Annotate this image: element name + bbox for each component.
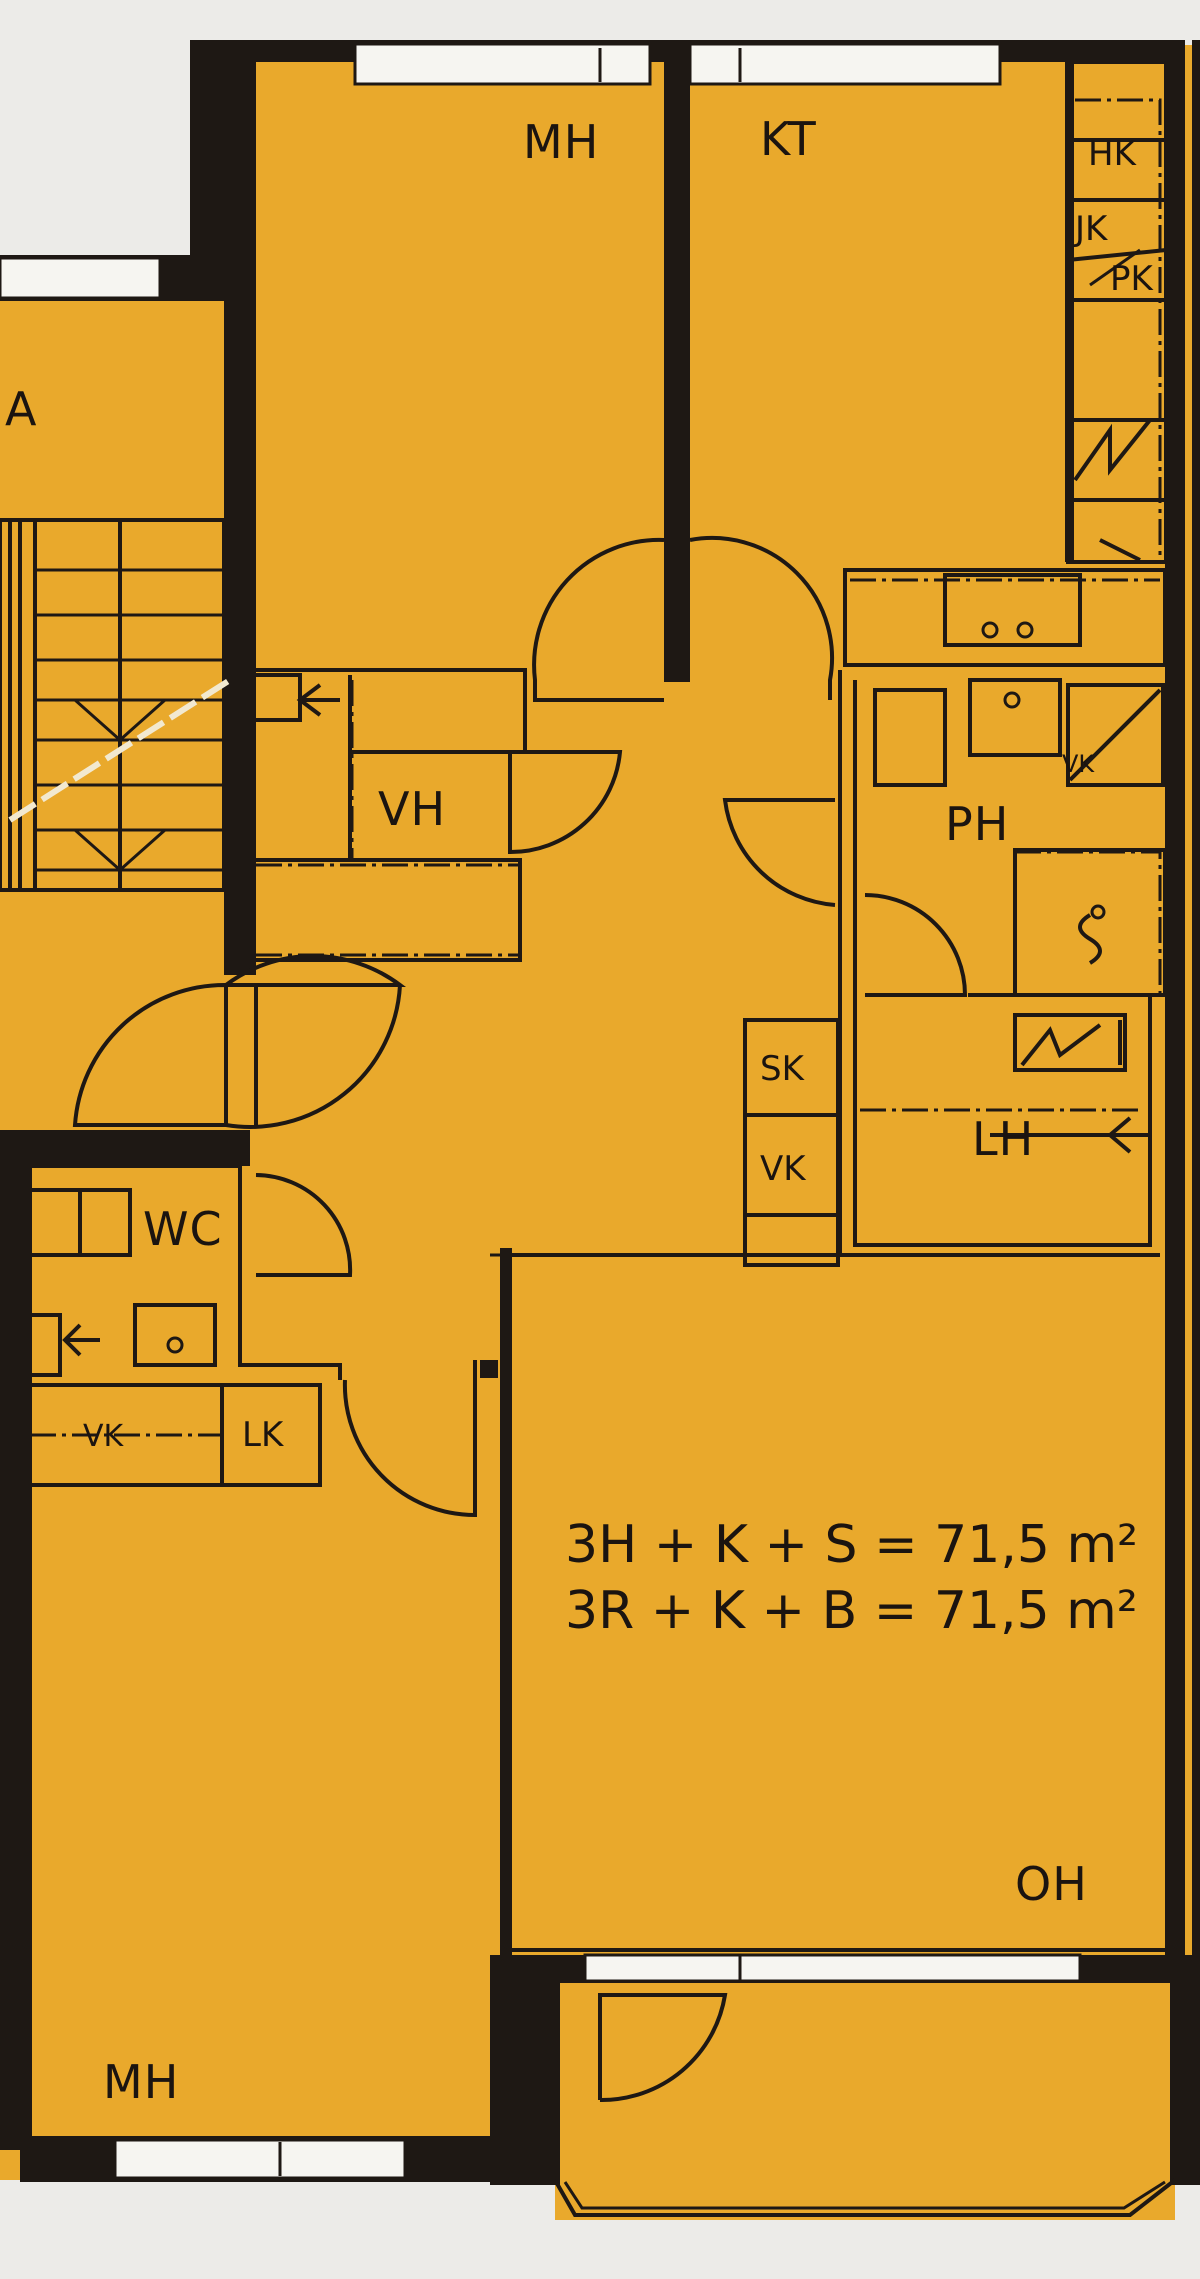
room-label-ph: PH xyxy=(945,797,1009,851)
room-label-vk-wc: VK xyxy=(83,1419,125,1454)
room-label-lk: LK xyxy=(242,1415,285,1455)
room-label-mh-bottom: MH xyxy=(103,2055,179,2109)
staircase xyxy=(0,518,232,892)
room-label-sk: SK xyxy=(760,1049,806,1089)
area-line-1: 3H + K + S = 71,5 m² xyxy=(565,1515,1138,1575)
closet-symbols xyxy=(296,538,1150,1154)
area-annotation: 3H + K + S = 71,5 m² 3R + K + B = 71,5 m… xyxy=(565,1515,1138,1641)
room-label-a: A xyxy=(5,382,37,436)
wc-fixtures xyxy=(23,1188,217,1377)
room-label-lh: LH xyxy=(972,1112,1034,1166)
room-label-kt: KT xyxy=(760,112,817,166)
room-label-pk: PK xyxy=(1110,259,1155,299)
room-label-oh: OH xyxy=(1015,1857,1088,1911)
room-label-vk-closet: VK xyxy=(760,1149,807,1189)
room-labels: MH KT HK JK PK A VH PH VK SK VK LH WC VK… xyxy=(5,112,1155,2109)
room-label-mh-top: MH xyxy=(523,115,599,169)
windows xyxy=(0,42,1177,2217)
kitchen-units xyxy=(943,138,1167,647)
room-label-jk: JK xyxy=(1073,209,1109,249)
room-label-vh: VH xyxy=(378,782,446,836)
room-label-hk: HK xyxy=(1088,134,1138,174)
room-label-wc: WC xyxy=(143,1202,223,1256)
floor-fill xyxy=(0,45,1200,2220)
doors xyxy=(72,536,968,2103)
bathroom-fixtures xyxy=(873,678,1167,1072)
interior-walls xyxy=(20,60,1168,1958)
room-label-vk-bath: VK xyxy=(1062,750,1095,778)
area-line-2: 3R + K + B = 71,5 m² xyxy=(565,1581,1138,1641)
